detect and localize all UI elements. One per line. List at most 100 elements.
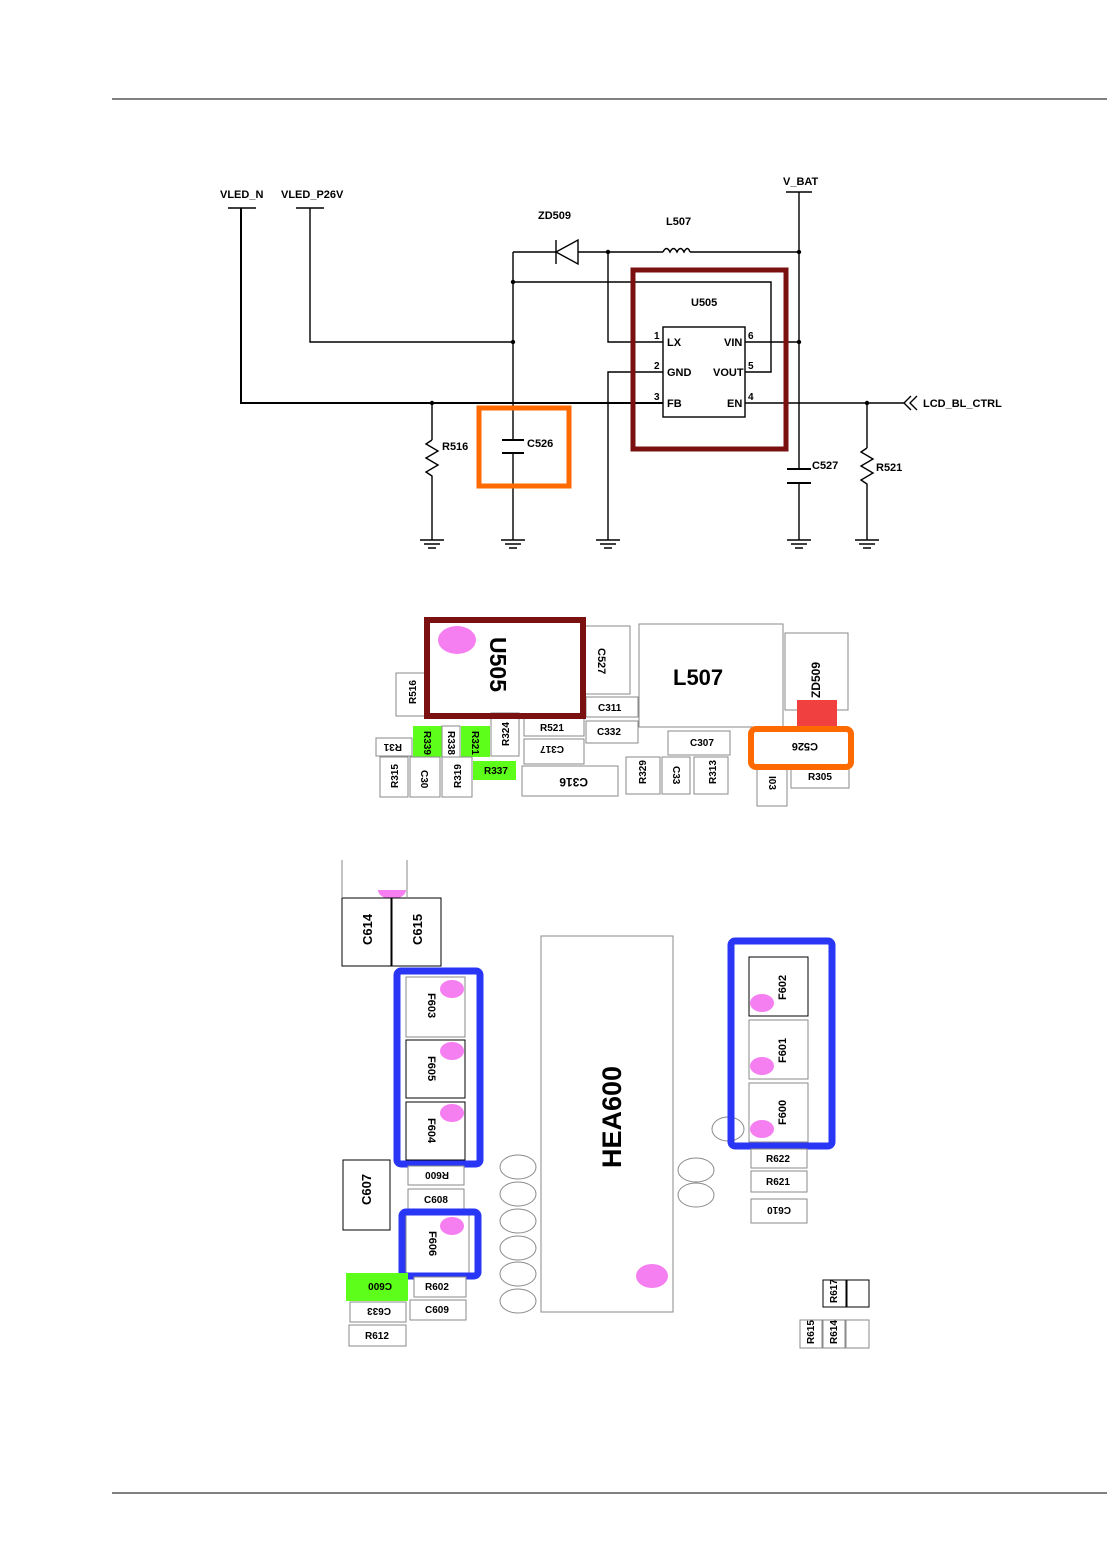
part-l507-box xyxy=(638,623,784,728)
label-r516: R516 xyxy=(442,441,468,453)
label-r602: R602 xyxy=(425,1282,449,1293)
label-c614: C614 xyxy=(360,913,375,945)
pin1-marker xyxy=(636,1264,668,1288)
label-r315: R315 xyxy=(390,764,401,788)
label-r621: R621 xyxy=(766,1177,790,1188)
part-c30-box xyxy=(409,756,441,798)
label-r339: R339 xyxy=(421,731,432,755)
label-r612: R612 xyxy=(365,1331,389,1342)
label-c608: C608 xyxy=(424,1195,448,1206)
diode-zd509-symbol xyxy=(554,238,579,266)
pin-number: 2 xyxy=(654,361,660,372)
wire-vled-n xyxy=(240,208,663,404)
label-u505: U505 xyxy=(485,637,511,692)
part-r319-box xyxy=(441,756,473,798)
label-c307: C307 xyxy=(690,738,714,749)
wire-lx xyxy=(607,252,663,343)
pcb-layout-1: U505 C527 L507 ZD509 R516 C311 R521 C332… xyxy=(375,617,854,807)
part-c332-box xyxy=(585,720,639,744)
label-c615: C615 xyxy=(410,914,425,945)
label-r617: R617 xyxy=(829,1279,840,1303)
highlight-f606 xyxy=(398,1208,482,1280)
pin-lx: LX xyxy=(667,337,682,349)
pin-number: 3 xyxy=(654,392,660,403)
part-r612-box xyxy=(348,1324,407,1347)
pin-marker xyxy=(440,1217,464,1235)
pcb-layout-2: C614 C615 F603 F605 F604 HEA600 F602 F60… xyxy=(341,860,870,1349)
part-c607-box xyxy=(342,1159,391,1231)
part-r313-box xyxy=(693,756,729,795)
label-r338: R338 xyxy=(445,731,456,755)
junction-dot xyxy=(796,249,802,255)
junction-dot xyxy=(510,339,516,345)
pin-marker xyxy=(440,1104,464,1122)
label-f603: F603 xyxy=(425,993,437,1018)
junction-dot xyxy=(864,400,870,406)
wire-vled-p xyxy=(309,208,513,343)
part-c614-box xyxy=(341,897,392,967)
pin-number: 6 xyxy=(748,331,754,342)
offpage-arrow-icon xyxy=(903,395,918,411)
label-r516: R516 xyxy=(408,680,419,704)
label-r521: R521 xyxy=(540,723,564,734)
label-c317: C317 xyxy=(540,743,564,754)
pin-en: EN xyxy=(727,398,742,410)
pin-gnd: GND xyxy=(667,367,692,379)
label-r614: R614 xyxy=(829,1320,840,1344)
part-c307-box xyxy=(667,730,731,756)
schematic: VLED_N VLED_P26V V_BAT ZD509 L507 xyxy=(220,176,1002,549)
resistor-r516-symbol xyxy=(424,439,440,540)
ic-u505-body xyxy=(662,326,746,418)
pin-number: 4 xyxy=(748,392,754,403)
label-f605: F605 xyxy=(425,1056,437,1081)
label-f602: F602 xyxy=(777,975,789,1000)
label-r321: R321 xyxy=(469,731,480,755)
pin-fb: FB xyxy=(667,398,682,410)
pin1-marker xyxy=(438,626,476,654)
label-c30: C30 xyxy=(418,770,429,789)
part-c610-box xyxy=(750,1198,808,1224)
label-r329: R329 xyxy=(638,760,649,784)
label-r319: R319 xyxy=(453,764,464,788)
pin-number: 5 xyxy=(748,361,754,372)
label-r31: R31 xyxy=(383,741,402,752)
label-r313: R313 xyxy=(708,760,719,784)
part-zd509-box xyxy=(784,632,849,711)
part-r614-box xyxy=(822,1319,846,1349)
label-c526: C526 xyxy=(527,438,553,450)
label-c609: C609 xyxy=(425,1305,449,1316)
highlight-u505 xyxy=(630,267,789,452)
label-c527: C527 xyxy=(595,648,607,674)
label-zd509: ZD509 xyxy=(538,210,571,222)
part-r602-box xyxy=(413,1276,467,1298)
label-r622: R622 xyxy=(766,1154,790,1165)
part-r600-box xyxy=(407,1165,465,1186)
junction-dot xyxy=(796,339,802,345)
part-r622-box xyxy=(750,1148,808,1169)
part-r321-green xyxy=(461,726,490,757)
junction-dot xyxy=(429,400,435,406)
net-vled-n: VLED_N xyxy=(220,189,263,201)
part-c33-box xyxy=(661,756,691,795)
pin-vout: VOUT xyxy=(713,367,744,379)
part-r617-box xyxy=(822,1279,847,1308)
label-l507: L507 xyxy=(666,216,691,228)
label-l507: L507 xyxy=(673,665,723,690)
pin-marker xyxy=(440,980,464,998)
test-pads xyxy=(499,1116,745,1314)
label-r305: R305 xyxy=(808,772,832,783)
part-small-box xyxy=(845,1319,870,1349)
label-r521: R521 xyxy=(876,462,902,474)
highlight-c526 xyxy=(476,405,572,489)
inductor-l507-symbol xyxy=(662,247,691,254)
label-r600: R600 xyxy=(425,1169,449,1180)
net-lcd-bl-ctrl: LCD_BL_CTRL xyxy=(923,398,1002,410)
ground-symbols xyxy=(420,539,879,549)
part-r337-green xyxy=(473,761,516,780)
part-c633-box xyxy=(349,1301,407,1323)
label-c332: C332 xyxy=(597,727,621,738)
label-zd509: ZD509 xyxy=(809,662,823,698)
net-vled-p26v: VLED_P26V xyxy=(281,189,344,201)
label-c633: C633 xyxy=(367,1305,391,1316)
pin-marker xyxy=(378,890,406,899)
